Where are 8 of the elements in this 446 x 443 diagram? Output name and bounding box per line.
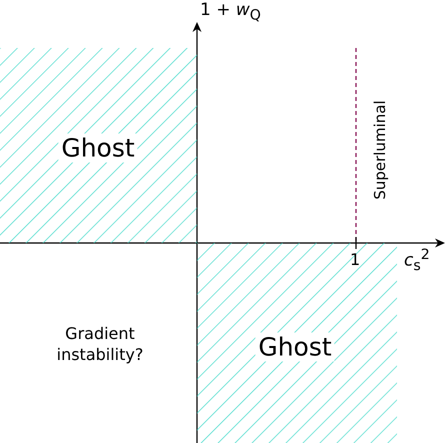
hatched-region: [197, 243, 397, 443]
region-label: Gradient instability?: [56, 324, 144, 366]
region-label: Ghost: [255, 332, 335, 362]
axis-label: 1 + w$_{Q}$: [200, 0, 261, 24]
region-label: Superluminal: [371, 100, 389, 200]
tick-label: 1: [350, 250, 360, 269]
region-label: Ghost: [58, 134, 138, 162]
hatched-region: [0, 48, 197, 243]
